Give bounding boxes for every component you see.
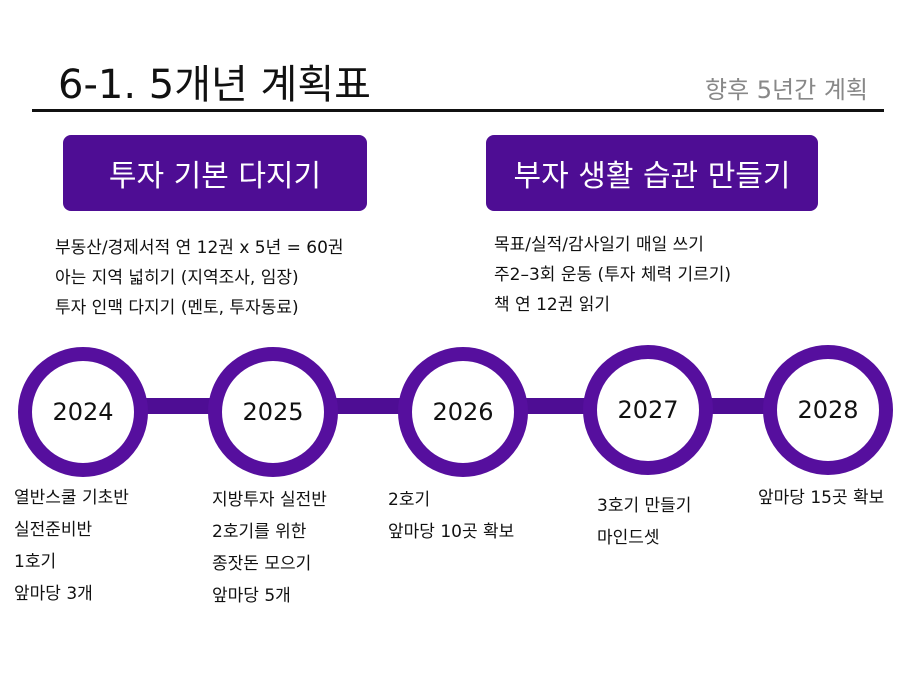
notes-2026: 2호기 앞마당 10곳 확보 bbox=[388, 484, 514, 548]
list-item: 부동산/경제서적 연 12권 x 5년 = 60권 bbox=[55, 238, 344, 258]
note-item: 실전준비반 bbox=[14, 520, 93, 540]
list-item: 목표/실적/감사일기 매일 쓰기 bbox=[494, 235, 704, 255]
year-circle-2028: 2028 bbox=[763, 345, 893, 475]
note-item: 2호기 bbox=[388, 490, 431, 510]
note-item: 2호기를 위한 bbox=[212, 522, 307, 542]
note-item: 마인드셋 bbox=[597, 528, 660, 548]
list-item: 아는 지역 넓히기 (지역조사, 임장) bbox=[55, 268, 299, 288]
title-divider bbox=[32, 109, 884, 112]
note-item: 종잣돈 모으기 bbox=[212, 554, 312, 574]
notes-2025: 지방투자 실전반 2호기를 위한 종잣돈 모으기 앞마당 5개 bbox=[212, 484, 327, 612]
note-item: 앞마당 10곳 확보 bbox=[388, 522, 515, 542]
section-heading-wealth-habits: 부자 생활 습관 만들기 bbox=[486, 135, 818, 211]
notes-2028: 앞마당 15곳 확보 bbox=[758, 482, 884, 514]
list-item: 주2–3회 운동 (투자 체력 기르기) bbox=[494, 265, 732, 285]
note-item: 앞마당 15곳 확보 bbox=[758, 488, 885, 508]
note-item: 지방투자 실전반 bbox=[212, 490, 327, 510]
page-title: 6-1. 5개년 계획표 bbox=[58, 62, 371, 108]
notes-2027: 3호기 만들기 마인드셋 bbox=[597, 490, 691, 554]
note-item: 1호기 bbox=[14, 552, 57, 572]
year-circle-2024: 2024 bbox=[18, 347, 148, 477]
wealth-habits-list: 목표/실적/감사일기 매일 쓰기 주2–3회 운동 (투자 체력 기르기) 책 … bbox=[494, 230, 731, 320]
investment-basics-list: 부동산/경제서적 연 12권 x 5년 = 60권 아는 지역 넓히기 (지역조… bbox=[55, 233, 344, 323]
list-item: 투자 인맥 다지기 (멘토, 투자동료) bbox=[55, 298, 299, 318]
list-item: 책 연 12권 읽기 bbox=[494, 295, 611, 315]
year-circle-2026: 2026 bbox=[398, 347, 528, 477]
note-item: 열반스쿨 기초반 bbox=[14, 488, 129, 508]
note-item: 앞마당 3개 bbox=[14, 584, 93, 604]
page-subtitle: 향후 5년간 계획 bbox=[704, 76, 868, 104]
year-circle-2027: 2027 bbox=[583, 345, 713, 475]
section-heading-investment-basics: 투자 기본 다지기 bbox=[63, 135, 367, 211]
notes-2024: 열반스쿨 기초반 실전준비반 1호기 앞마당 3개 bbox=[14, 482, 129, 610]
year-circle-2025: 2025 bbox=[208, 347, 338, 477]
note-item: 앞마당 5개 bbox=[212, 586, 291, 606]
note-item: 3호기 만들기 bbox=[597, 496, 692, 516]
